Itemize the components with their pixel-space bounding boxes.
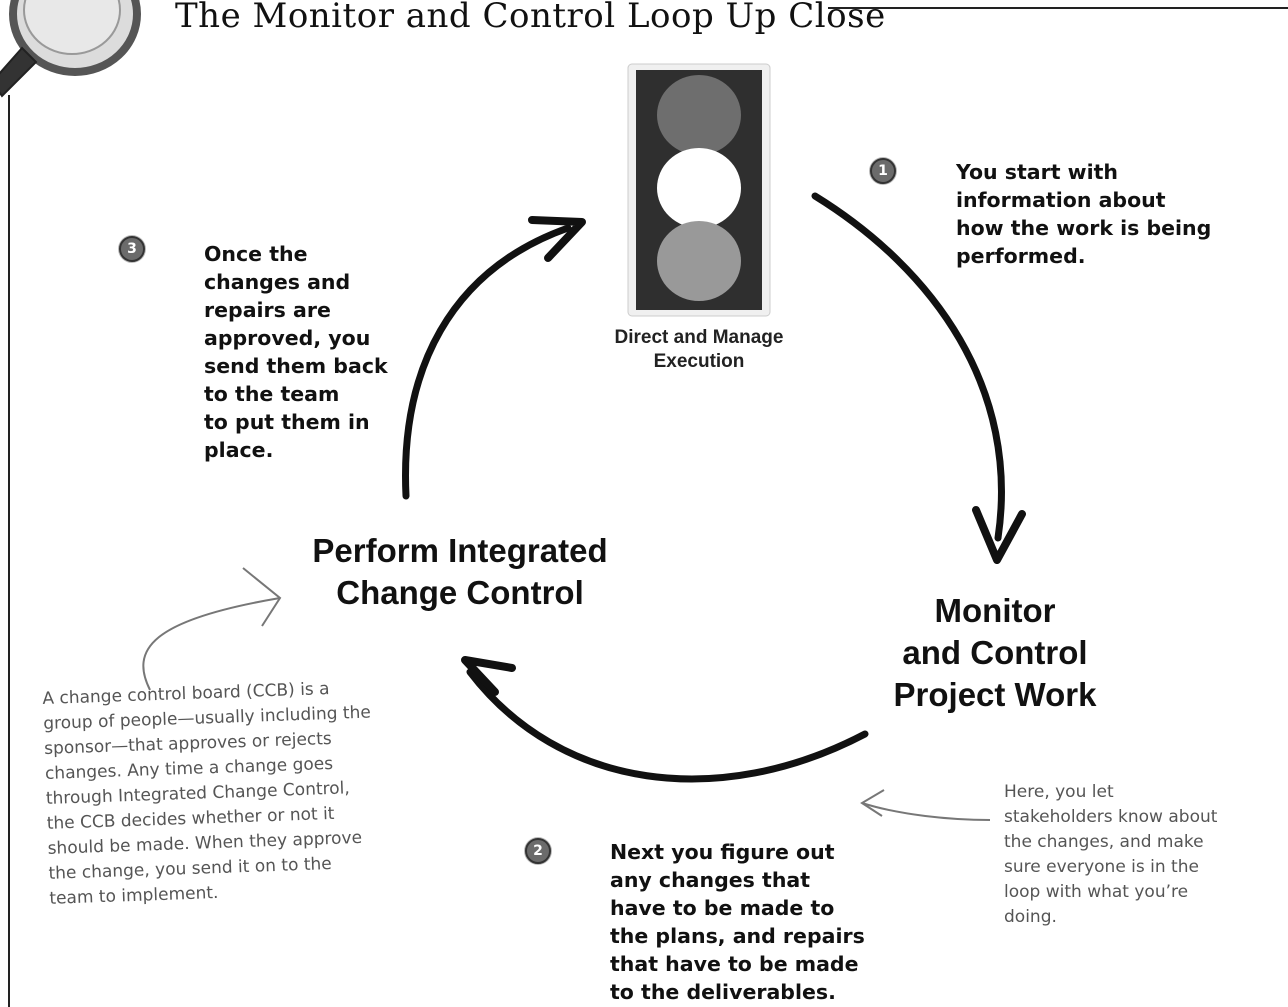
stakeholders-note-line: loop with what you’re bbox=[1004, 882, 1189, 902]
stakeholders-note: Here, you let stakeholders know about th… bbox=[1004, 780, 1284, 930]
ccb-pointer-arrow bbox=[142, 567, 282, 691]
step-1-line: information about bbox=[956, 188, 1166, 212]
stakeholders-note-line: doing. bbox=[1004, 907, 1057, 927]
step-3-line: approved, you bbox=[204, 326, 371, 350]
process-line: and Control bbox=[902, 634, 1088, 671]
step-3-text: Once the changes and repairs are approve… bbox=[204, 240, 404, 464]
page-title: The Monitor and Control Loop Up Close bbox=[175, 0, 886, 36]
arrow-integrated-to-direct bbox=[402, 216, 586, 500]
step-3-line: changes and bbox=[204, 270, 351, 294]
step-2-line: that have to be made bbox=[610, 952, 859, 976]
ccb-note: A change control board (CCB) is a group … bbox=[42, 674, 410, 911]
step-1-line: performed. bbox=[956, 244, 1086, 268]
step-3-line: place. bbox=[204, 438, 274, 462]
step-2-line: Next you figure out bbox=[610, 840, 835, 864]
magnifier-icon bbox=[0, 0, 141, 98]
process-line: Change Control bbox=[336, 574, 584, 611]
stakeholders-note-line: the changes, and make bbox=[1004, 832, 1204, 852]
step-1-badge: 1 bbox=[870, 158, 896, 184]
stakeholders-note-line: stakeholders know about bbox=[1004, 807, 1218, 827]
arrow-direct-to-monitor bbox=[811, 192, 1026, 564]
process-line: Perform Integrated bbox=[312, 532, 608, 569]
stakeholders-pointer-arrow bbox=[860, 789, 991, 821]
integrated-change-control-label: Perform Integrated Change Control bbox=[270, 530, 650, 614]
step-3-badge: 3 bbox=[119, 236, 145, 262]
traffic-light-icon bbox=[627, 63, 771, 317]
step-3-line: send them back bbox=[204, 354, 388, 378]
step-3-line: to the team bbox=[204, 382, 340, 406]
step-2-text: Next you figure out any changes that hav… bbox=[610, 838, 910, 1006]
step-2-line: to the deliverables. bbox=[610, 980, 836, 1004]
light-red bbox=[657, 75, 741, 155]
light-yellow bbox=[657, 148, 741, 228]
process-line: Project Work bbox=[893, 676, 1097, 713]
step-2-badge: 2 bbox=[525, 838, 551, 864]
step-1-line: You start with bbox=[956, 160, 1119, 184]
direct-manage-label: Direct and Manage Execution bbox=[580, 326, 818, 374]
stakeholders-note-line: Here, you let bbox=[1004, 782, 1114, 802]
direct-manage-label-line: Execution bbox=[653, 351, 745, 372]
step-1-text: You start with information about how the… bbox=[956, 158, 1276, 270]
step-1-line: how the work is being bbox=[956, 216, 1212, 240]
step-2-line: the plans, and repairs bbox=[610, 924, 865, 948]
monitor-control-label: Monitor and Control Project Work bbox=[850, 590, 1140, 716]
light-green bbox=[657, 221, 741, 301]
arrow-monitor-to-integrated bbox=[461, 656, 869, 783]
step-3-line: Once the bbox=[204, 242, 308, 266]
direct-manage-label-line: Direct and Manage bbox=[614, 327, 784, 348]
step-3-line: repairs are bbox=[204, 298, 331, 322]
step-3-line: to put them in bbox=[204, 410, 370, 434]
step-2-line: any changes that bbox=[610, 868, 811, 892]
stakeholders-note-line: sure everyone is in the bbox=[1004, 857, 1199, 877]
step-2-line: have to be made to bbox=[610, 896, 835, 920]
process-line: Monitor bbox=[934, 592, 1056, 629]
